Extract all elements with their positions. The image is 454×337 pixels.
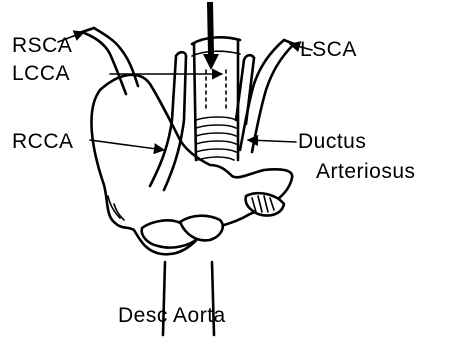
- label-desc-aorta: Desc Aorta: [118, 304, 226, 327]
- label-lsca: LSCA: [300, 38, 357, 61]
- label-lcca: LCCA: [12, 62, 70, 85]
- label-ductus: Ductus: [298, 130, 366, 153]
- label-rcca: RCCA: [12, 130, 74, 153]
- catheter-arrow: [203, 2, 219, 70]
- label-rsca: RSCA: [12, 34, 72, 57]
- label-arteriosus: Arteriosus: [316, 160, 416, 183]
